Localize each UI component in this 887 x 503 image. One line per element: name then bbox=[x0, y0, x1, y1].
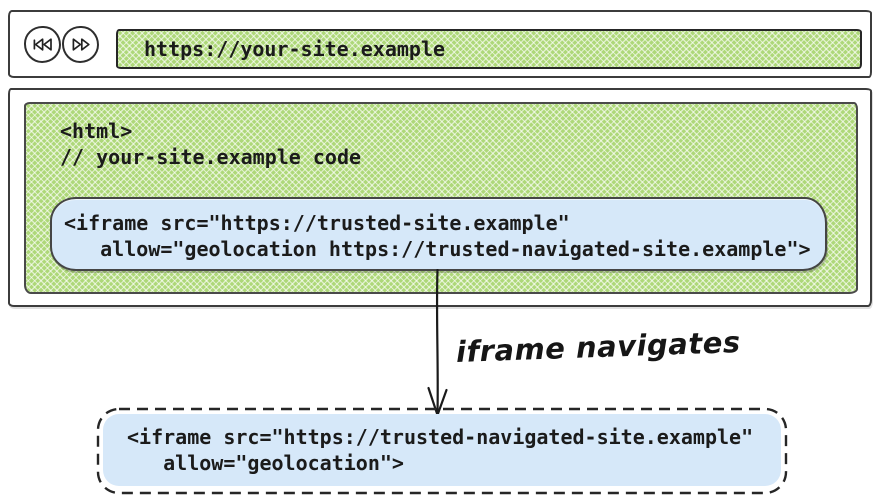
navigation-arrow-icon bbox=[422, 268, 454, 423]
navigated-iframe-src-line: <iframe src="https://trusted-navigated-s… bbox=[127, 425, 754, 449]
skip-forward-icon bbox=[69, 36, 93, 53]
page-code-block: <html> // your-site.example code bbox=[60, 118, 361, 170]
url-text: https://your-site.example bbox=[144, 37, 446, 61]
skip-back-icon bbox=[31, 36, 55, 53]
navigated-iframe-code-box: <iframe src="https://trusted-navigated-s… bbox=[103, 414, 781, 486]
site-code-comment-line: // your-site.example code bbox=[60, 145, 362, 169]
browser-toolbar: https://your-site.example bbox=[8, 10, 872, 78]
iframe-code-box: <iframe src="https://trusted-site.exampl… bbox=[50, 197, 827, 271]
navigated-iframe-allow-line: allow="geolocation"> bbox=[127, 451, 404, 475]
page-content-area: <html> // your-site.example code <iframe… bbox=[24, 102, 858, 294]
arrow-label: iframe navigates bbox=[455, 325, 742, 369]
iframe-allow-line: allow="geolocation https://trusted-navig… bbox=[64, 237, 811, 261]
browser-window: <html> // your-site.example code <iframe… bbox=[8, 88, 872, 307]
back-button[interactable] bbox=[24, 26, 61, 63]
iframe-src-line: <iframe src="https://trusted-site.exampl… bbox=[64, 211, 570, 235]
html-code-line: <html> bbox=[60, 119, 133, 143]
forward-button[interactable] bbox=[62, 26, 99, 63]
url-bar[interactable]: https://your-site.example bbox=[116, 29, 862, 69]
